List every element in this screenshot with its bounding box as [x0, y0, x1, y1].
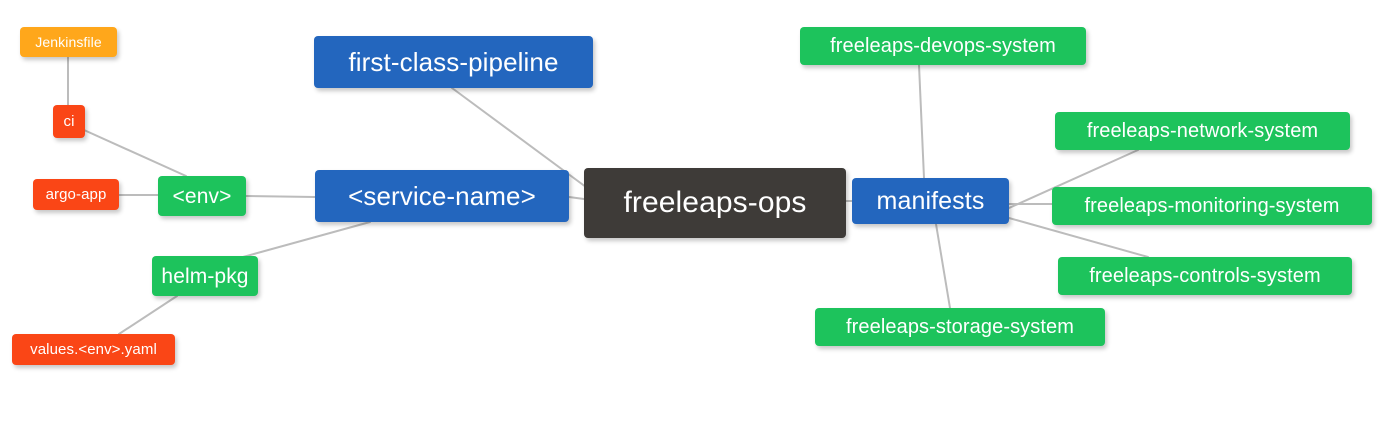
mindmap-node-helm-pkg[interactable]: helm-pkg — [152, 256, 258, 296]
mindmap-node-argo-app[interactable]: argo-app — [33, 179, 119, 210]
mindmap-node-freeleaps-devops-system[interactable]: freeleaps-devops-system — [800, 27, 1086, 65]
mindmap-node-ci[interactable]: ci — [53, 105, 85, 138]
mindmap-node-Jenkinsfile[interactable]: Jenkinsfile — [20, 27, 117, 57]
mindmap-node-service-name[interactable]: <service-name> — [315, 170, 569, 222]
edge-service-name-to-env — [245, 195, 316, 198]
mindmap-node-values-env-yaml[interactable]: values.<env>.yaml — [12, 334, 175, 365]
mindmap-node-manifests[interactable]: manifests — [852, 178, 1009, 224]
edge-helm-pkg-to-values-env-yaml — [118, 295, 178, 335]
mindmap-node-first-class-pipeline[interactable]: first-class-pipeline — [314, 36, 593, 88]
edge-service-name-to-helm-pkg — [242, 221, 371, 258]
mindmap-node-freeleaps-ops[interactable]: freeleaps-ops — [584, 168, 846, 238]
mindmap-node-freeleaps-controls-system[interactable]: freeleaps-controls-system — [1058, 257, 1352, 295]
mindmap-node-env[interactable]: <env> — [158, 176, 246, 216]
mindmap-node-freeleaps-storage-system[interactable]: freeleaps-storage-system — [815, 308, 1105, 346]
edge-manifests-to-freeleaps-devops-system — [918, 64, 925, 179]
edge-env-to-ci — [83, 129, 187, 177]
edge-manifests-to-freeleaps-storage-system — [935, 223, 951, 309]
mindmap-node-freeleaps-network-system[interactable]: freeleaps-network-system — [1055, 112, 1350, 150]
edge-freeleaps-ops-to-service-name — [568, 196, 585, 200]
mindmap-node-freeleaps-monitoring-system[interactable]: freeleaps-monitoring-system — [1052, 187, 1372, 225]
